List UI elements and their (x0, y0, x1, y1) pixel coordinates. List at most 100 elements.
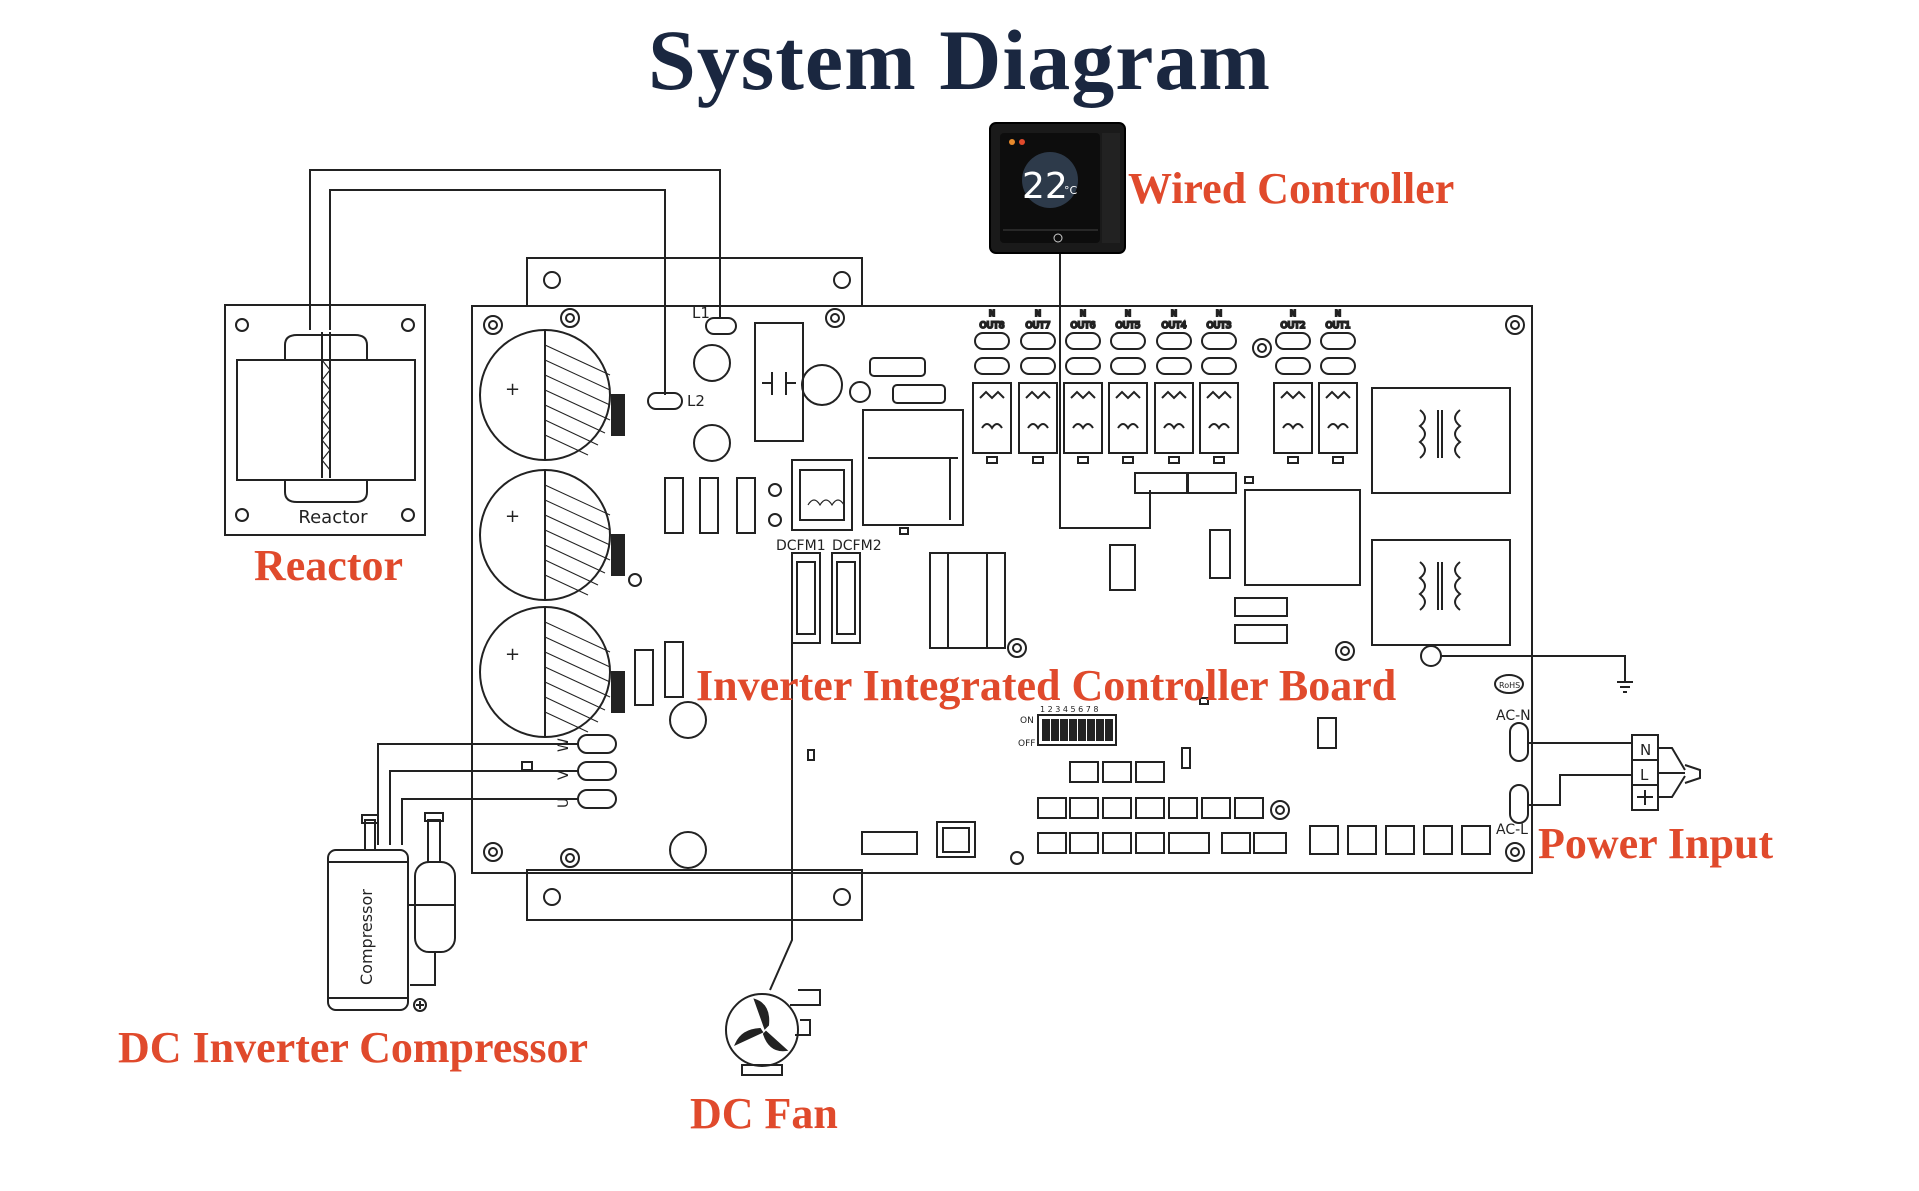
page-title: System Diagram (647, 12, 1272, 108)
relay-part (1199, 382, 1239, 454)
relay-n-label: N (989, 309, 995, 318)
relay-part (1108, 382, 1148, 454)
relay-output-label: OUT1 (1326, 321, 1351, 331)
fan-label: DC Fan (690, 1089, 838, 1138)
dc-fan (725, 989, 821, 1076)
relay-part (1065, 357, 1101, 375)
compressor (327, 812, 456, 1012)
reactor-wires (309, 169, 721, 395)
output-relays: N OUT8 N OUT7 N OUT6 N OUT5 N OUT4 N OUT3 N OUT2 N OUT1 (972, 308, 1358, 464)
relay-part (1282, 423, 1304, 430)
dip-switch (1037, 714, 1117, 746)
relay-part (1117, 423, 1139, 430)
board-components-left (521, 322, 964, 869)
relay-part (1122, 456, 1134, 464)
l1-label: L1 (692, 304, 710, 322)
relay-n-label: N (1335, 309, 1341, 318)
relay-part (1027, 423, 1049, 430)
compressor-inner-label: Compressor (357, 889, 376, 985)
svg-text:+: + (505, 379, 520, 400)
relay-n-label: N (1080, 309, 1086, 318)
relay-part (1156, 332, 1192, 350)
relay-part (1320, 332, 1356, 350)
relay-part (1327, 423, 1349, 430)
compressor-wires (377, 743, 578, 845)
svg-text:+: + (505, 506, 520, 527)
relay-part (986, 456, 998, 464)
relay-part (1032, 456, 1044, 464)
relay-part (1110, 357, 1146, 375)
relay-part (1325, 390, 1351, 400)
relay-part (1020, 357, 1056, 375)
terminal-n-label: N (1640, 741, 1651, 759)
relay-output-label: OUT2 (1281, 321, 1306, 331)
relay-out6: N OUT6 (1063, 308, 1103, 464)
dcfm-connectors (791, 552, 861, 644)
capacitors: + + + (479, 329, 625, 738)
relay-part (1025, 390, 1051, 400)
relay-out5: N OUT5 (1108, 308, 1148, 464)
terminal-l-label: L (1640, 766, 1649, 784)
relay-output-label: OUT8 (980, 321, 1005, 331)
reactor-inner-label: Reactor (298, 507, 368, 528)
relay-n-label: N (1290, 309, 1296, 318)
transformers (1371, 387, 1511, 646)
relay-part (1065, 332, 1101, 350)
power-wiring (1420, 645, 1701, 824)
relay-part (1275, 332, 1311, 350)
relay-part (1275, 357, 1311, 375)
relay-n-label: N (1035, 309, 1041, 318)
relay-part (1110, 332, 1146, 350)
board-label: Inverter Integrated Controller Board (696, 661, 1397, 710)
relay-out2: N OUT2 (1273, 308, 1313, 464)
relay-part (1318, 382, 1358, 454)
relay-part (1273, 382, 1313, 454)
l2-label: L2 (687, 392, 705, 410)
phase-u-label: U (556, 798, 572, 808)
ac-l-label: AC-L (1496, 822, 1528, 838)
relay-part (1156, 357, 1192, 375)
relay-output-label: OUT7 (1026, 321, 1051, 331)
relay-part (1332, 456, 1344, 464)
board-components-middle (929, 472, 1361, 769)
relay-out3: N OUT3 (1199, 308, 1239, 464)
relay-output-label: OUT5 (1116, 321, 1141, 331)
relay-part (1115, 390, 1141, 400)
ac-n-label: AC-N (1496, 708, 1531, 724)
relay-part (1201, 357, 1237, 375)
relay-part (1018, 382, 1058, 454)
relay-n-label: N (1125, 309, 1131, 318)
relay-part (972, 382, 1012, 454)
relay-output-label: OUT4 (1162, 321, 1187, 331)
dcfm1-label: DCFM1 (776, 538, 826, 554)
reactor (224, 304, 426, 536)
dip-off-label: OFF (1018, 739, 1035, 749)
relay-part (1208, 423, 1230, 430)
relay-part (1320, 357, 1356, 375)
relay-out8: N OUT8 (972, 308, 1012, 464)
relay-part (1072, 423, 1094, 430)
relay-part (1287, 456, 1299, 464)
controller-temperature: 22 (1022, 166, 1068, 207)
reactor-label: Reactor (254, 541, 404, 590)
relay-part (1020, 332, 1056, 350)
bottom-connectors (861, 761, 1491, 858)
relay-output-label: OUT6 (1071, 321, 1096, 331)
rohs-mark: RoHS (1499, 681, 1520, 690)
relay-part (1154, 382, 1194, 454)
relay-n-label: N (1171, 309, 1177, 318)
relay-part (1077, 456, 1089, 464)
controller-wire (1059, 248, 1151, 529)
relay-out7: N OUT7 (1018, 308, 1058, 464)
relay-part (1206, 390, 1232, 400)
mounting-bracket-top (526, 257, 863, 307)
controller-unit: °C (1064, 184, 1078, 197)
dip-numbers: 1 2 3 4 5 6 7 8 (1040, 705, 1099, 714)
relay-n-label: N (1216, 309, 1222, 318)
relay-output-label: OUT3 (1207, 321, 1232, 331)
relay-part (1168, 456, 1180, 464)
terminal-l2 (647, 392, 683, 410)
relay-part (981, 423, 1003, 430)
relay-out1: N OUT1 (1318, 308, 1358, 464)
